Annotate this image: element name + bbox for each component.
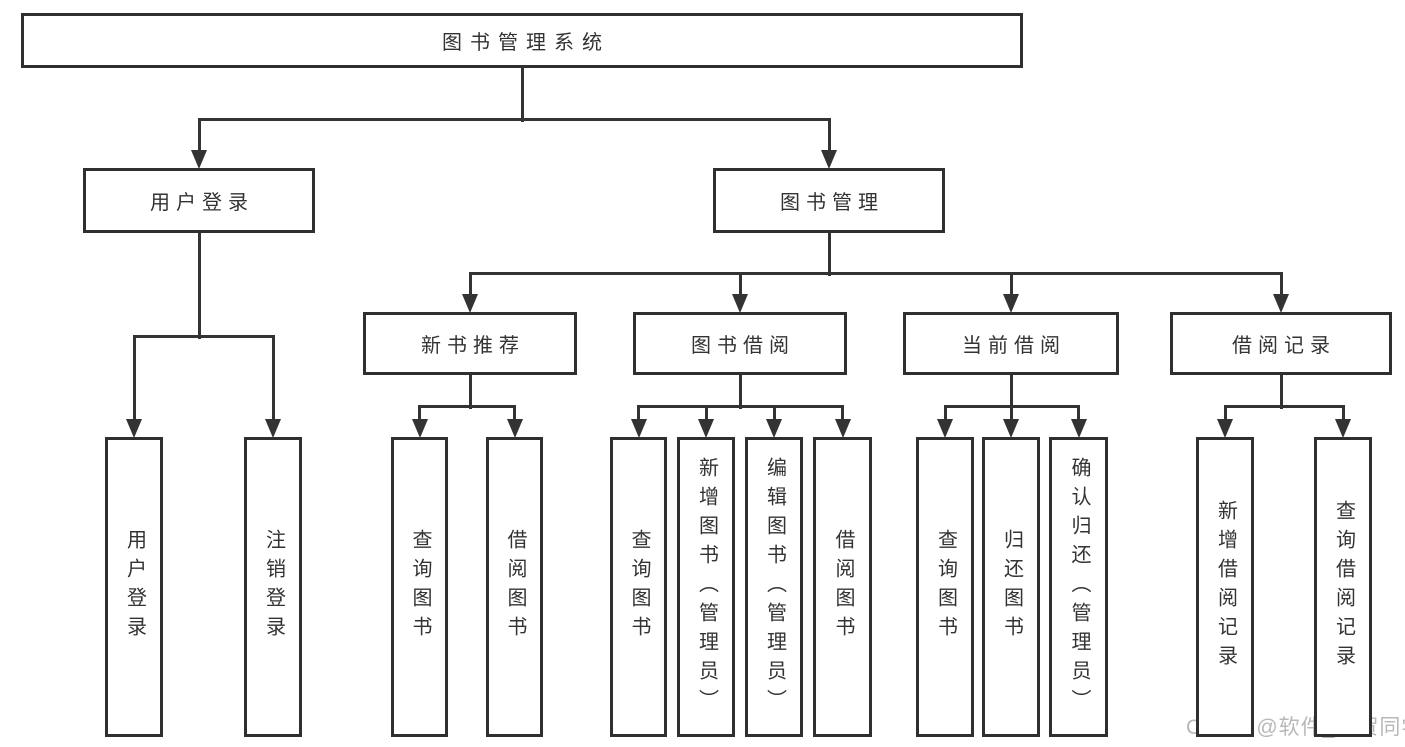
node-leaf-cb-query-books: 查询图书 — [916, 437, 974, 737]
connector-drop — [1009, 273, 1013, 295]
node-label: 新增借阅记录 — [1214, 500, 1237, 674]
connector-drop — [637, 406, 640, 420]
node-leaf-cb-return-books: 归还图书 — [982, 437, 1040, 737]
connector-drop — [418, 406, 421, 420]
connector-drop — [1279, 273, 1283, 295]
node-label: 当前借阅 — [962, 335, 1066, 357]
arrow-down-icon — [462, 294, 478, 313]
connector-drop — [197, 119, 201, 151]
arrow-down-icon — [698, 419, 714, 438]
arrow-down-icon — [1070, 419, 1087, 438]
connector-bar — [637, 404, 844, 408]
node-leaf-bb-borrow-books: 借阅图书 — [813, 437, 872, 737]
arrow-down-icon — [411, 419, 428, 438]
node-leaf-logout: 注销登录 — [244, 437, 302, 737]
node-leaf-br-add-record: 新增借阅记录 — [1196, 437, 1254, 737]
node-user-login: 用户登录 — [83, 168, 315, 233]
connector-drop — [827, 119, 831, 151]
node-leaf-user-login: 用户登录 — [105, 437, 163, 737]
connector-bar — [197, 117, 831, 121]
node-label: 归还图书 — [1000, 529, 1023, 645]
connector-stem — [827, 233, 831, 276]
node-book-management: 图书管理 — [713, 168, 945, 233]
node-label: 查询图书 — [409, 529, 431, 645]
connector-drop — [513, 406, 516, 420]
node-book-borrowing: 图书借阅 — [633, 312, 847, 375]
connector-bar — [132, 334, 275, 338]
connector-stem — [1279, 375, 1283, 409]
connector-drop — [841, 406, 844, 420]
arrow-down-icon — [506, 419, 523, 438]
connector-drop — [704, 406, 708, 420]
arrow-down-icon — [191, 150, 207, 169]
node-leaf-bb-edit-books: 编辑图书（管理员） — [745, 437, 803, 737]
node-root: 图书管理系统 — [21, 13, 1023, 68]
connector-bar — [468, 271, 1283, 275]
arrow-down-icon — [1217, 419, 1233, 438]
node-leaf-nb-query-books: 查询图书 — [391, 437, 448, 737]
connector-bar — [418, 404, 516, 408]
node-label: 编辑图书（管理员） — [763, 456, 786, 718]
node-leaf-bb-query-books: 查询图书 — [610, 437, 667, 737]
arrow-down-icon — [821, 150, 837, 169]
node-label: 借阅图书 — [504, 529, 526, 645]
node-label: 确认归还（管理员） — [1068, 456, 1090, 718]
connector-drop — [271, 336, 275, 420]
connector-stem — [1009, 375, 1013, 409]
node-label: 新书推荐 — [421, 335, 525, 357]
node-leaf-nb-borrow-books: 借阅图书 — [486, 437, 543, 737]
connector-drop — [738, 273, 742, 295]
connector-drop — [1223, 406, 1227, 420]
arrow-down-icon — [126, 419, 142, 438]
connector-drop — [132, 336, 136, 420]
arrow-down-icon — [265, 419, 281, 438]
node-label: 图书管理系统 — [442, 32, 610, 54]
node-leaf-br-query-record: 查询借阅记录 — [1314, 437, 1372, 737]
connector-stem — [738, 375, 742, 409]
node-current-borrowing: 当前借阅 — [903, 312, 1119, 375]
node-label: 新增图书（管理员） — [695, 456, 718, 718]
node-leaf-bb-add-books: 新增图书（管理员） — [677, 437, 735, 737]
connector-drop — [1009, 406, 1013, 420]
connector-drop — [772, 406, 776, 420]
node-label: 用户登录 — [123, 529, 146, 645]
node-label: 图书管理 — [780, 192, 884, 214]
connector-drop — [1341, 406, 1345, 420]
arrow-down-icon — [732, 294, 748, 313]
node-label: 借阅图书 — [832, 529, 854, 645]
connector-stem — [520, 68, 524, 122]
arrow-down-icon — [834, 419, 851, 438]
arrow-down-icon — [766, 419, 782, 438]
node-borrowing-records: 借阅记录 — [1170, 312, 1392, 375]
node-label: 查询图书 — [628, 529, 650, 645]
connector-stem — [468, 375, 472, 409]
arrow-down-icon — [1003, 419, 1019, 438]
connector-drop — [1077, 406, 1080, 420]
arrow-down-icon — [630, 419, 647, 438]
node-label: 注销登录 — [262, 529, 285, 645]
node-label: 查询图书 — [934, 529, 957, 645]
node-label: 借阅记录 — [1232, 335, 1336, 357]
arrow-down-icon — [1335, 419, 1351, 438]
connector-bar — [1223, 404, 1345, 408]
arrow-down-icon — [937, 419, 953, 438]
connector-stem — [197, 233, 201, 339]
node-label: 图书借阅 — [691, 335, 795, 357]
arrow-down-icon — [1273, 294, 1289, 313]
node-new-book-recommendation: 新书推荐 — [363, 312, 577, 375]
arrow-down-icon — [1003, 294, 1019, 313]
node-label: 用户登录 — [150, 192, 254, 214]
connector-drop — [468, 273, 472, 295]
node-leaf-cb-confirm-return: 确认归还（管理员） — [1049, 437, 1108, 737]
node-label: 查询借阅记录 — [1332, 500, 1355, 674]
connector-drop — [943, 406, 947, 420]
